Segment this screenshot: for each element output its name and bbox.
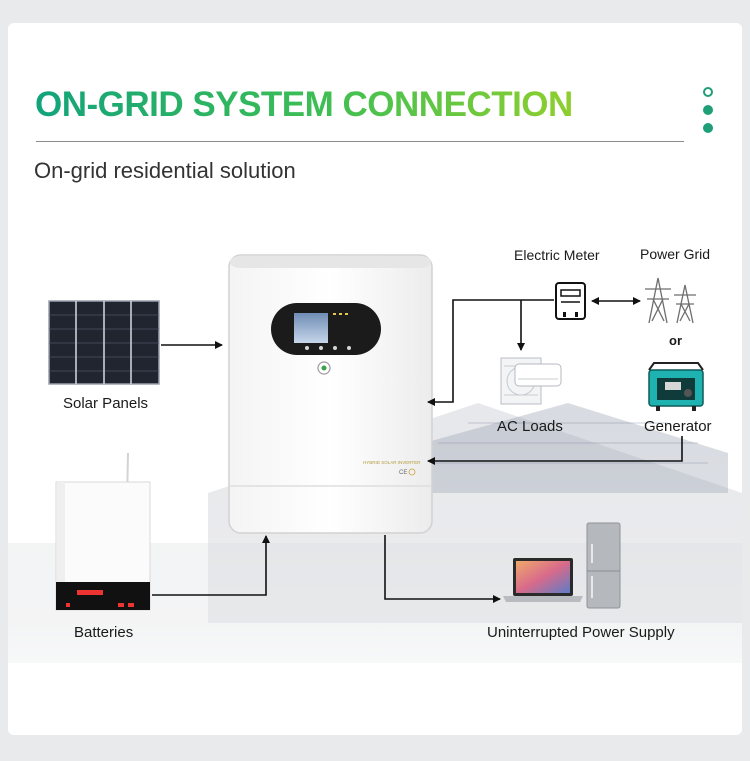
content-card: ON-GRID SYSTEM CONNECTION On-grid reside… bbox=[8, 23, 742, 735]
refrigerator-icon bbox=[586, 522, 621, 609]
electric-meter-icon bbox=[555, 282, 586, 320]
ac-unit-icon bbox=[500, 357, 562, 405]
power-grid-label: Power Grid bbox=[640, 246, 711, 262]
title-divider bbox=[36, 141, 684, 142]
arrow-meter-to-inverter bbox=[427, 299, 554, 406]
laptop-icon bbox=[503, 558, 583, 602]
generator-label: Generator bbox=[644, 418, 712, 435]
generator-icon bbox=[648, 362, 704, 411]
page-subtitle: On-grid residential solution bbox=[34, 158, 296, 183]
battery-icon bbox=[55, 481, 151, 611]
power-grid-icon bbox=[645, 277, 696, 324]
arrow-battery-to-inverter bbox=[152, 535, 270, 596]
ce-mark: CE bbox=[399, 470, 407, 476]
solar-panels-label: Solar Panels bbox=[63, 395, 149, 412]
solar-panel-icon bbox=[48, 300, 160, 385]
batteries-label: Batteries bbox=[74, 624, 134, 641]
connection-lines bbox=[152, 297, 683, 603]
filled-dot-icon bbox=[703, 105, 713, 115]
ac-loads-label: AC Loads bbox=[497, 418, 563, 435]
arrow-inverter-to-ups bbox=[384, 535, 501, 603]
ups-label: Uninterrupted Power Supply bbox=[487, 624, 675, 641]
arrow-generator-to-inverter bbox=[427, 436, 683, 465]
inverter-brand-text: HYBRID SOLAR INVERTER bbox=[363, 460, 421, 465]
decorative-dots bbox=[703, 87, 717, 141]
connection-diagram: HYBRID SOLAR INVERTER CE bbox=[48, 254, 704, 611]
outline-dot-icon bbox=[703, 87, 713, 97]
page-title: ON-GRID SYSTEM CONNECTION bbox=[35, 85, 573, 124]
inverter-icon: HYBRID SOLAR INVERTER CE bbox=[228, 254, 433, 534]
filled-dot-icon bbox=[703, 123, 713, 133]
electric-meter-label: Electric Meter bbox=[514, 247, 600, 263]
or-label: or bbox=[669, 333, 682, 348]
